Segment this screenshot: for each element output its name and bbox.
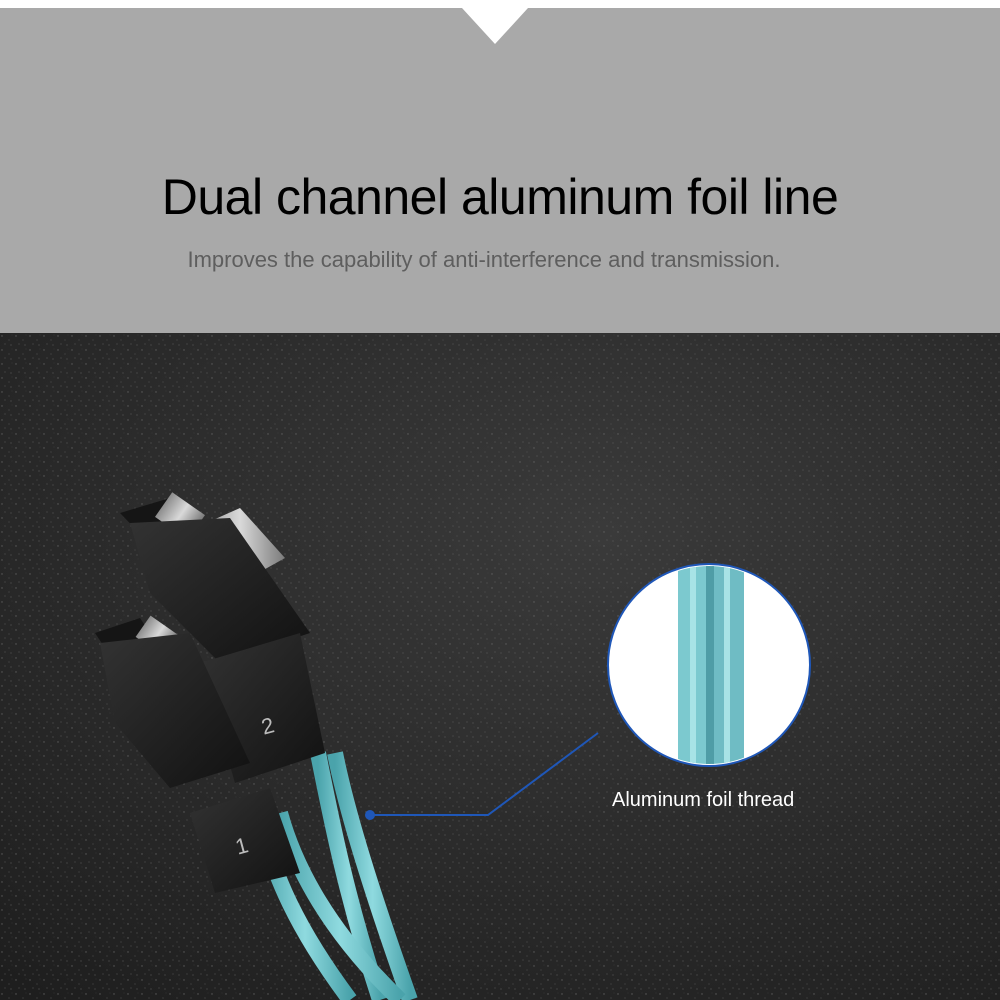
connector-1-sleeve [190, 788, 300, 893]
cable-illustration: 2 1 [0, 333, 1000, 1000]
header-section: Dual channel aluminum foil line Improves… [0, 0, 1000, 333]
callout-dot [365, 810, 375, 820]
page-subtitle: Improves the capability of anti-interfer… [187, 247, 781, 272]
connector-1: 1 [95, 615, 300, 893]
callout-line [370, 732, 599, 816]
callout-label: Aluminum foil thread [612, 789, 795, 811]
magnified-view [607, 563, 811, 767]
notch-arrow-icon [462, 8, 528, 44]
product-photo: 2 1 [0, 333, 1000, 1000]
page-title: Dual channel aluminum foil line [161, 169, 839, 225]
top-strip [0, 0, 1000, 8]
